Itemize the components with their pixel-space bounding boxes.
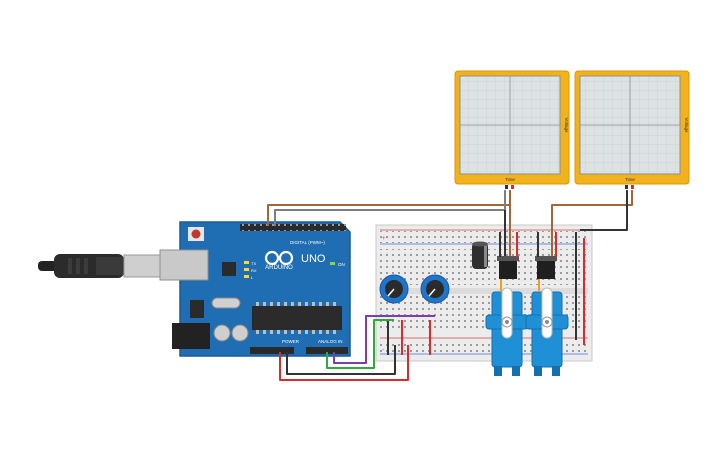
- arduino-model-label: UNO: [301, 253, 326, 265]
- power-label: POWER: [282, 339, 300, 344]
- transistor-2[interactable]: [535, 256, 557, 279]
- capacitor-1: [213, 324, 231, 342]
- oscilloscope-1-time-label: Time: [505, 177, 515, 182]
- atmega-chip: [252, 306, 342, 330]
- rx-label: RX: [251, 268, 257, 273]
- servo-motor-2[interactable]: [525, 287, 569, 376]
- oscilloscope-1-voltage-label: Voltage: [564, 117, 569, 133]
- oscilloscope-2-voltage-label: Voltage: [684, 117, 689, 133]
- wire-gray-1[interactable]: [274, 190, 506, 226]
- power-jack: [172, 323, 210, 349]
- digital-label: DIGITAL (PWM~): [290, 240, 325, 245]
- arduino-logo: [264, 250, 294, 266]
- potentiometer-1[interactable]: [379, 274, 409, 304]
- power-header: [250, 347, 294, 354]
- transistor-1[interactable]: [497, 256, 519, 279]
- on-label: ON: [338, 262, 345, 267]
- wire-red-5v[interactable]: [279, 345, 409, 381]
- oscilloscope-2-time-label: Time: [625, 177, 635, 182]
- crystal: [211, 297, 241, 309]
- potentiometer-2[interactable]: [420, 274, 450, 304]
- reset-button[interactable]: [191, 229, 201, 239]
- rail-plus-label: +: [382, 236, 386, 242]
- arduino-brand-label: ARDUINO: [265, 265, 293, 271]
- analog-in-label: ANALOG IN: [318, 339, 343, 344]
- l-label: L: [251, 275, 254, 280]
- wire-brown-3[interactable]: [551, 190, 633, 256]
- wire-black-scope2[interactable]: [580, 190, 628, 231]
- electrolytic-capacitor[interactable]: [472, 241, 488, 270]
- oscilloscope-2[interactable]: Time Voltage: [574, 70, 690, 189]
- servo-motor-1[interactable]: [485, 287, 529, 376]
- usb-port: [159, 249, 209, 281]
- tx-label: TX: [251, 261, 256, 266]
- wires[interactable]: [267, 190, 633, 381]
- wire-brown-1[interactable]: [267, 190, 511, 226]
- rail-minus-label: -: [382, 347, 384, 353]
- capacitor-2: [231, 324, 249, 342]
- wire-green-a0[interactable]: [326, 319, 394, 369]
- analog-header: [306, 347, 348, 354]
- arduino-uno-board[interactable]: ARDUINO UNO DIGITAL (PWM~) POWER ANALOG …: [159, 221, 351, 357]
- usb-cable[interactable]: [38, 254, 161, 278]
- wire-purple-a1[interactable]: [333, 315, 435, 364]
- oscilloscope-1[interactable]: Time Voltage: [454, 70, 570, 189]
- top-power-rail: [380, 231, 588, 243]
- wire-black-gnd[interactable]: [286, 345, 396, 375]
